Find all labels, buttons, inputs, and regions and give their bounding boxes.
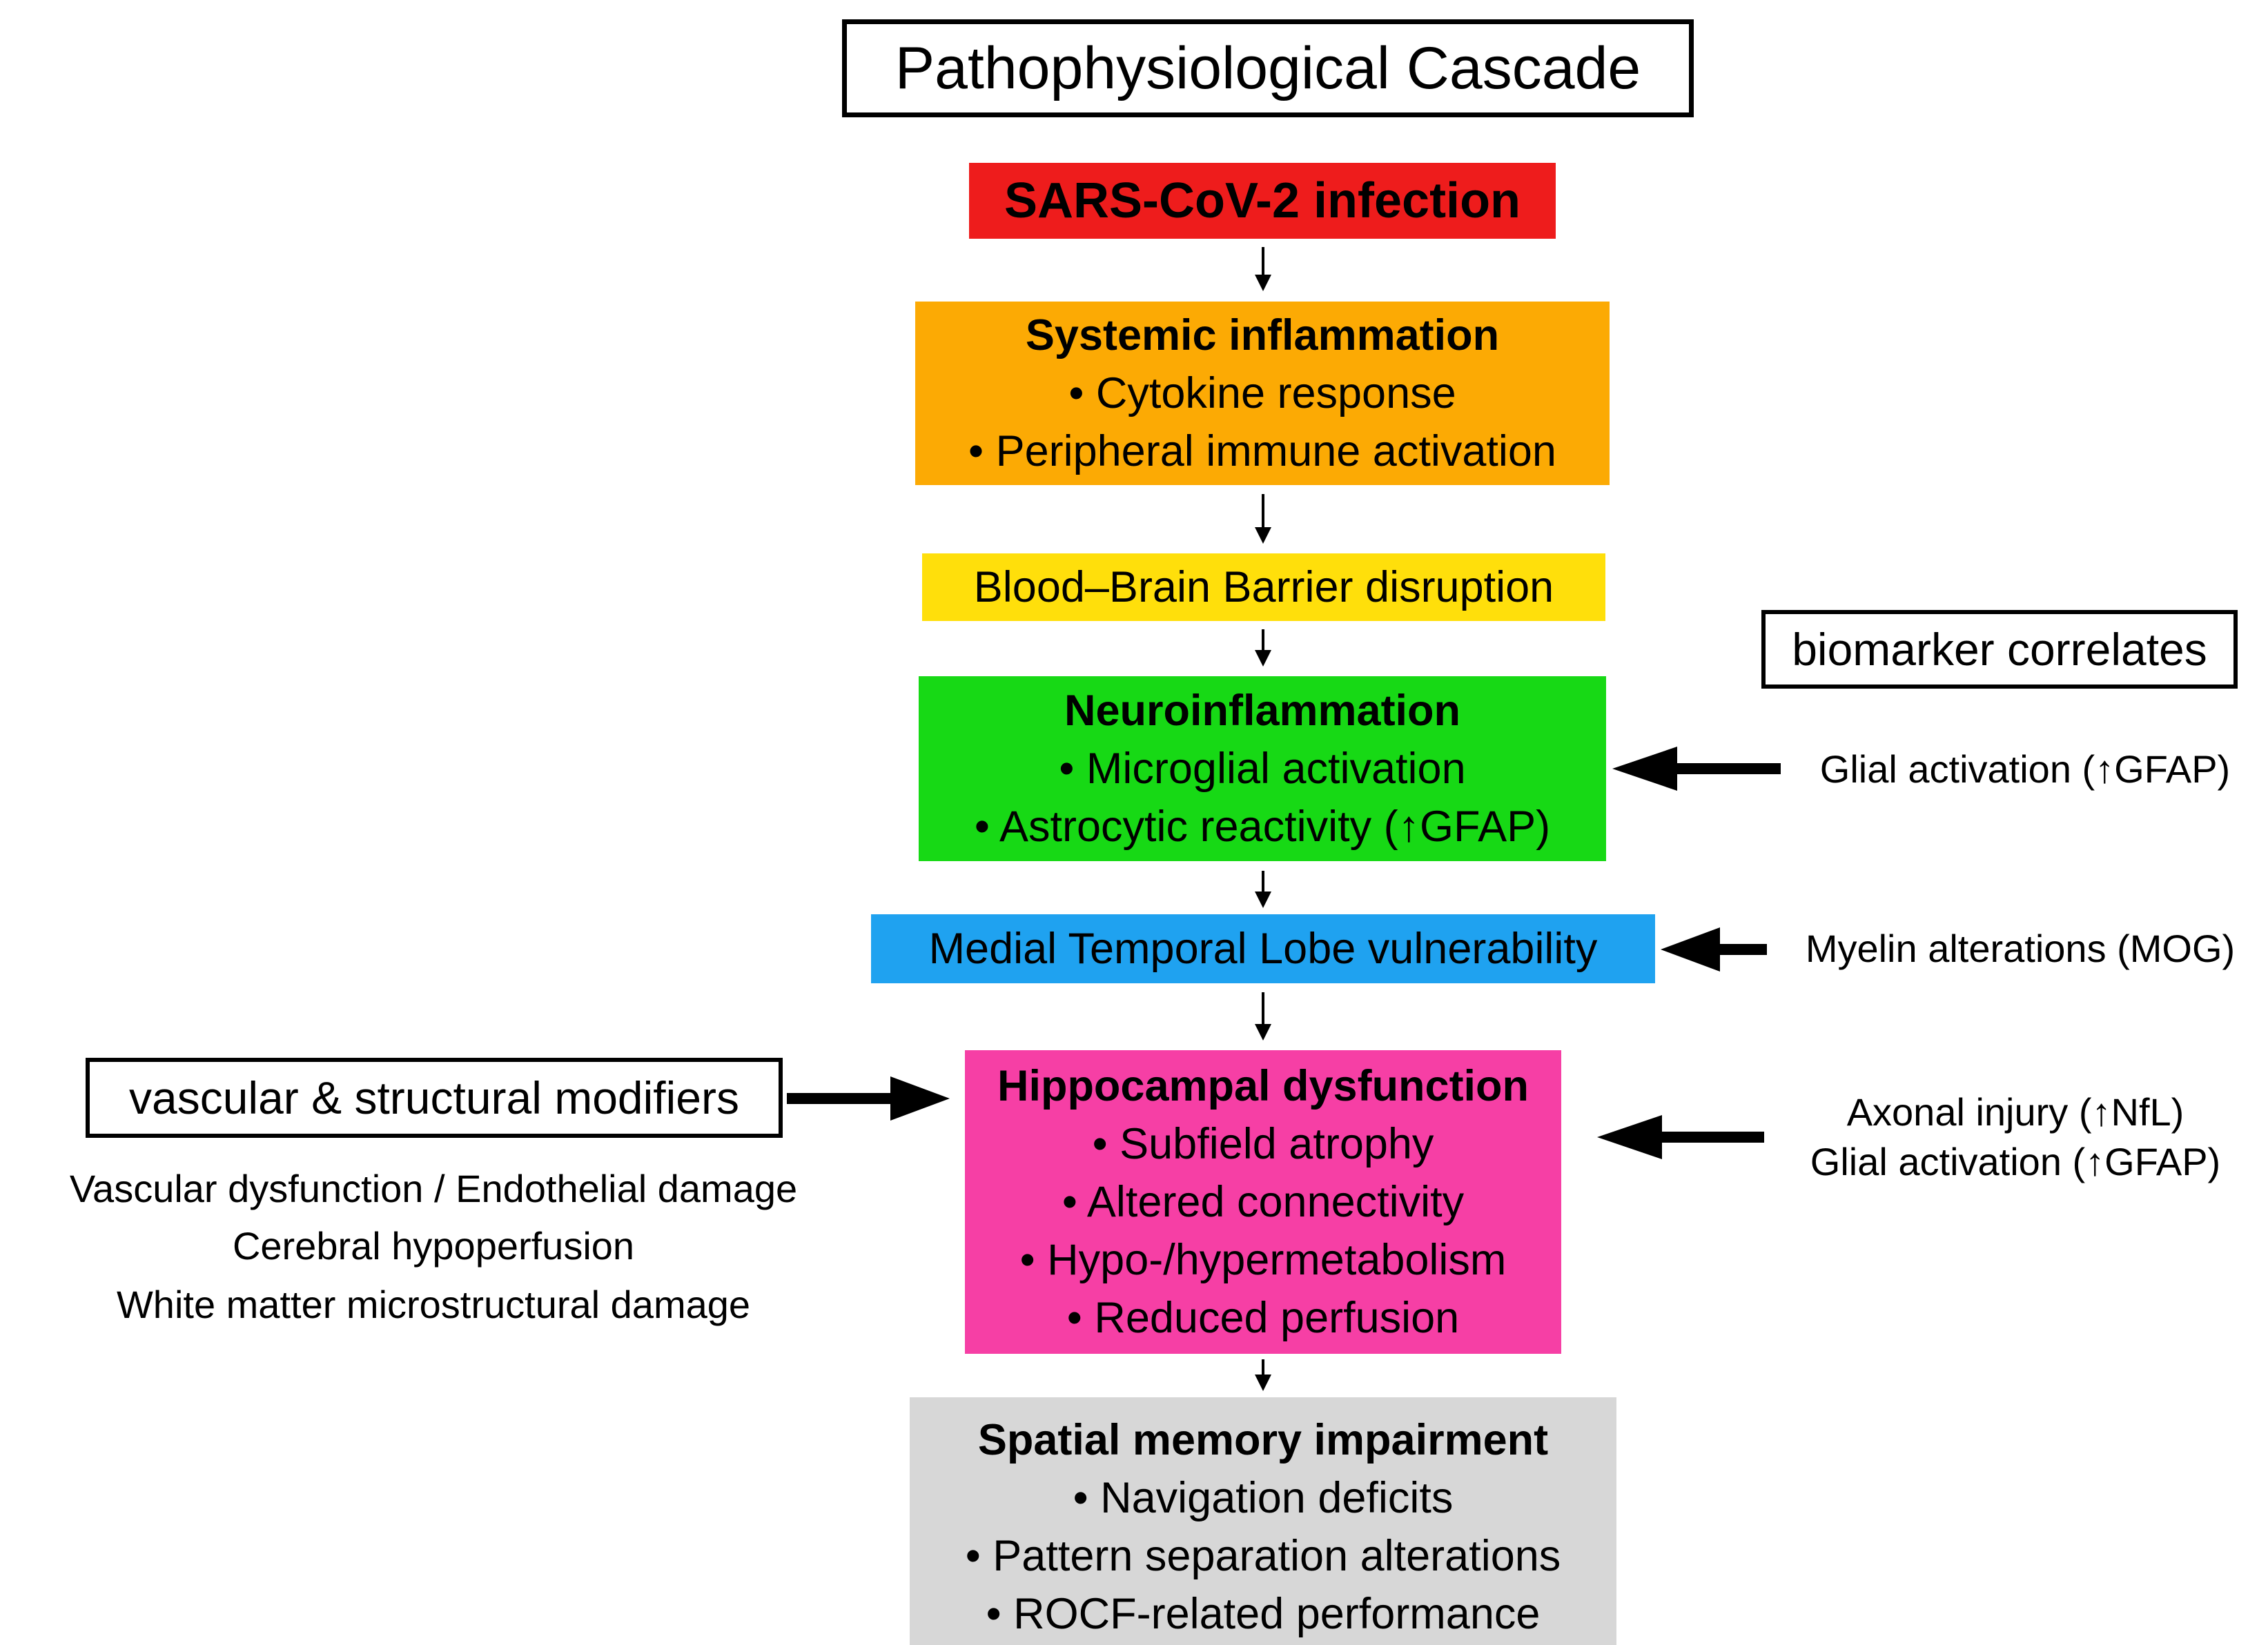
- stage-memory-title: Spatial memory impairment: [977, 1416, 1549, 1464]
- biomarker-mtl-text: Myelin alterations (MOG): [1805, 927, 2236, 970]
- biomarker-correlates-label: biomarker correlates: [1761, 610, 2238, 689]
- stage-hippocampal-dysfunction: Hippocampal dysfunction • Subfield atrop…: [965, 1050, 1561, 1354]
- biomarker-hippo-text-2: Glial activation (↑GFAP): [1810, 1140, 2221, 1183]
- stage-systemic-bullet: • Cytokine response: [1068, 369, 1456, 417]
- stage-neuro-bullet: • Astrocytic reactivity (↑GFAP): [974, 802, 1551, 851]
- stage-bbb-disruption: Blood–Brain Barrier disruption: [922, 553, 1605, 621]
- stage-bbb-title: Blood–Brain Barrier disruption: [973, 563, 1554, 611]
- biomarker-neuro-text: Glial activation (↑GFAP): [1819, 747, 2231, 791]
- stage-infection-title: SARS-CoV-2 infection: [1004, 173, 1521, 228]
- stage-hippo-bullet: • Subfield atrophy: [1092, 1120, 1434, 1168]
- diagram-title: Pathophysiological Cascade: [842, 19, 1694, 117]
- stage-neuro-title: Neuroinflammation: [1064, 687, 1461, 735]
- modifier-item: Cerebral hypoperfusion: [232, 1224, 635, 1268]
- modifiers-label: vascular & structural modifiers: [86, 1058, 783, 1138]
- modifier-item: White matter microstructural damage: [116, 1283, 751, 1326]
- stage-infection: SARS-CoV-2 infection: [969, 163, 1556, 239]
- stage-hippo-bullet: • Reduced perfusion: [1066, 1294, 1460, 1342]
- stage-memory-bullet: • ROCF-related performance: [986, 1590, 1541, 1638]
- stage-hippo-bullet: • Hypo-/hypermetabolism: [1019, 1236, 1507, 1284]
- modifier-item: Vascular dysfunction / Endothelial damag…: [69, 1167, 798, 1210]
- stage-spatial-memory: Spatial memory impairment • Navigation d…: [910, 1397, 1616, 1645]
- biomarker-arrow-hippo: [1597, 1115, 1764, 1159]
- stage-neuro-bullet: • Microglial activation: [1059, 745, 1466, 793]
- stage-mtl-vulnerability: Medial Temporal Lobe vulnerability: [871, 914, 1655, 983]
- modifiers-arrow: [787, 1076, 950, 1121]
- biomarker-arrow-neuro: [1612, 747, 1781, 791]
- stage-neuroinflammation: Neuroinflammation • Microglial activatio…: [919, 676, 1606, 861]
- biomarker-arrow-mtl: [1661, 927, 1767, 972]
- stage-systemic-title: Systemic inflammation: [1025, 311, 1500, 359]
- stage-hippo-title: Hippocampal dysfunction: [997, 1062, 1529, 1110]
- stage-systemic-bullet: • Peripheral immune activation: [968, 427, 1556, 475]
- stage-memory-bullet: • Pattern separation alterations: [965, 1532, 1561, 1580]
- stage-hippo-bullet: • Altered connectivity: [1062, 1178, 1465, 1226]
- biomarker-hippo-text-1: Axonal injury (↑NfL): [1846, 1090, 2184, 1134]
- stage-mtl-title: Medial Temporal Lobe vulnerability: [928, 925, 1598, 973]
- stage-systemic-inflammation: Systemic inflammation • Cytokine respons…: [915, 302, 1610, 485]
- stage-memory-bullet: • Navigation deficits: [1073, 1474, 1454, 1522]
